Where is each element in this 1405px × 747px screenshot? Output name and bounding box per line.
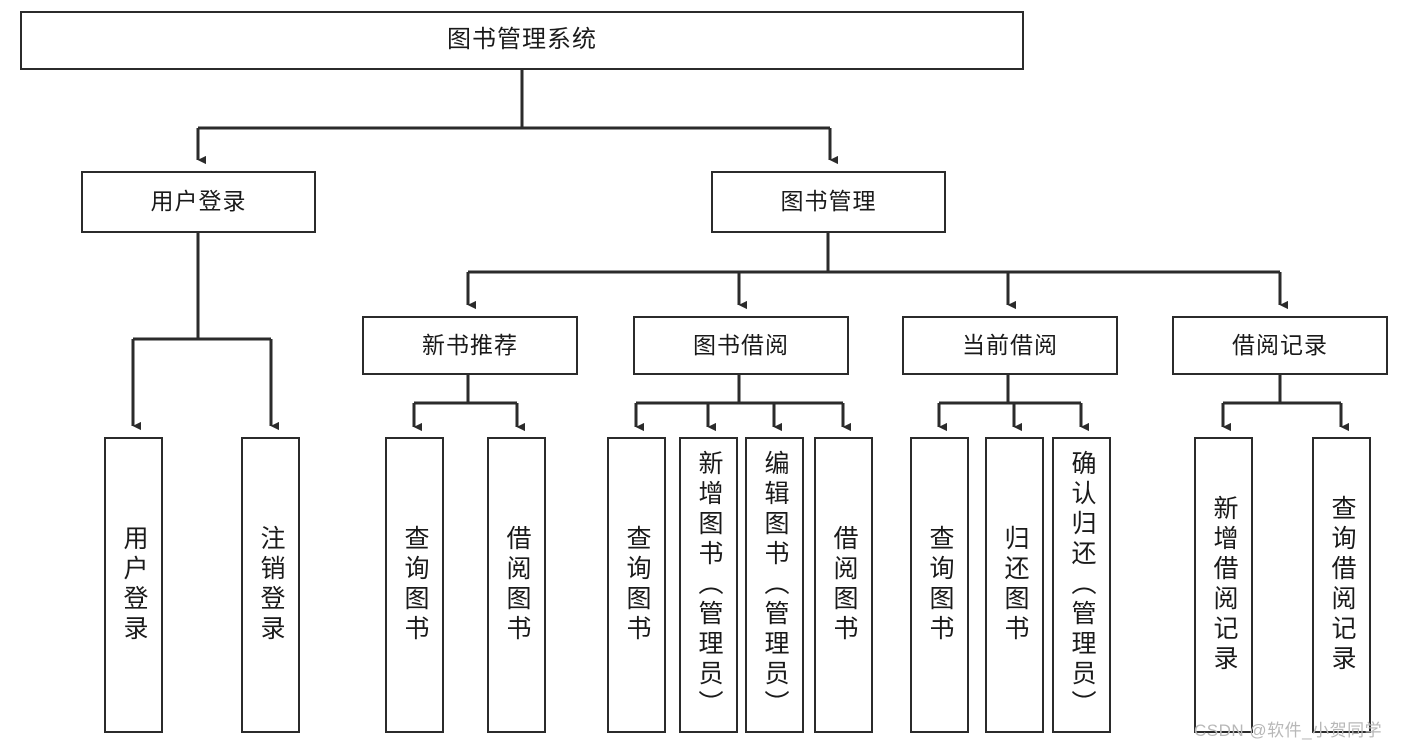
- node-leaf-logout-label: 注销登录: [257, 525, 285, 645]
- node-leaf-add-record-label: 新增借阅记录: [1210, 495, 1238, 675]
- node-leaf-return-book-label: 归还图书: [1001, 525, 1029, 645]
- node-root[interactable]: 图书管理系统: [20, 11, 1024, 70]
- node-leaf-borrow-book-2-label: 借阅图书: [830, 525, 858, 645]
- node-leaf-logout[interactable]: 注销登录: [241, 437, 300, 733]
- node-leaf-query-record-label: 查询借阅记录: [1328, 495, 1356, 675]
- node-borrow-record[interactable]: 借阅记录: [1172, 316, 1388, 375]
- node-leaf-add-book-label: 新增图书（管理员）: [695, 450, 723, 720]
- node-leaf-borrow-book-1[interactable]: 借阅图书: [487, 437, 546, 733]
- node-leaf-borrow-book-2[interactable]: 借阅图书: [814, 437, 873, 733]
- node-leaf-user-login[interactable]: 用户登录: [104, 437, 163, 733]
- node-leaf-return-book[interactable]: 归还图书: [985, 437, 1044, 733]
- node-leaf-query-book-1-label: 查询图书: [401, 525, 429, 645]
- node-leaf-query-book-1[interactable]: 查询图书: [385, 437, 444, 733]
- node-borrow-record-label: 借阅记录: [1232, 331, 1328, 358]
- node-book-manage-label: 图书管理: [780, 188, 877, 215]
- node-book-borrow-label: 图书借阅: [693, 331, 789, 358]
- node-current-borrow-label: 当前借阅: [962, 331, 1058, 358]
- node-leaf-query-book-3[interactable]: 查询图书: [910, 437, 969, 733]
- node-current-borrow[interactable]: 当前借阅: [902, 316, 1118, 375]
- node-book-borrow[interactable]: 图书借阅: [633, 316, 849, 375]
- node-user-login[interactable]: 用户登录: [81, 171, 316, 233]
- node-leaf-query-book-3-label: 查询图书: [926, 525, 954, 645]
- node-leaf-user-login-label: 用户登录: [120, 525, 148, 645]
- node-leaf-query-record[interactable]: 查询借阅记录: [1312, 437, 1371, 733]
- node-book-manage[interactable]: 图书管理: [711, 171, 946, 233]
- node-leaf-add-record[interactable]: 新增借阅记录: [1194, 437, 1253, 733]
- node-new-book-recommend[interactable]: 新书推荐: [362, 316, 578, 375]
- node-leaf-borrow-book-1-label: 借阅图书: [503, 525, 531, 645]
- node-leaf-confirm-return-label: 确认归还（管理员）: [1068, 450, 1096, 720]
- node-leaf-edit-book-label: 编辑图书（管理员）: [761, 450, 789, 720]
- node-leaf-edit-book[interactable]: 编辑图书（管理员）: [745, 437, 804, 733]
- node-user-login-label: 用户登录: [150, 188, 247, 215]
- node-leaf-confirm-return[interactable]: 确认归还（管理员）: [1052, 437, 1111, 733]
- node-root-label: 图书管理系统: [447, 26, 597, 54]
- node-new-book-recommend-label: 新书推荐: [422, 331, 518, 358]
- node-leaf-query-book-2-label: 查询图书: [623, 525, 651, 645]
- node-leaf-query-book-2[interactable]: 查询图书: [607, 437, 666, 733]
- node-leaf-add-book[interactable]: 新增图书（管理员）: [679, 437, 738, 733]
